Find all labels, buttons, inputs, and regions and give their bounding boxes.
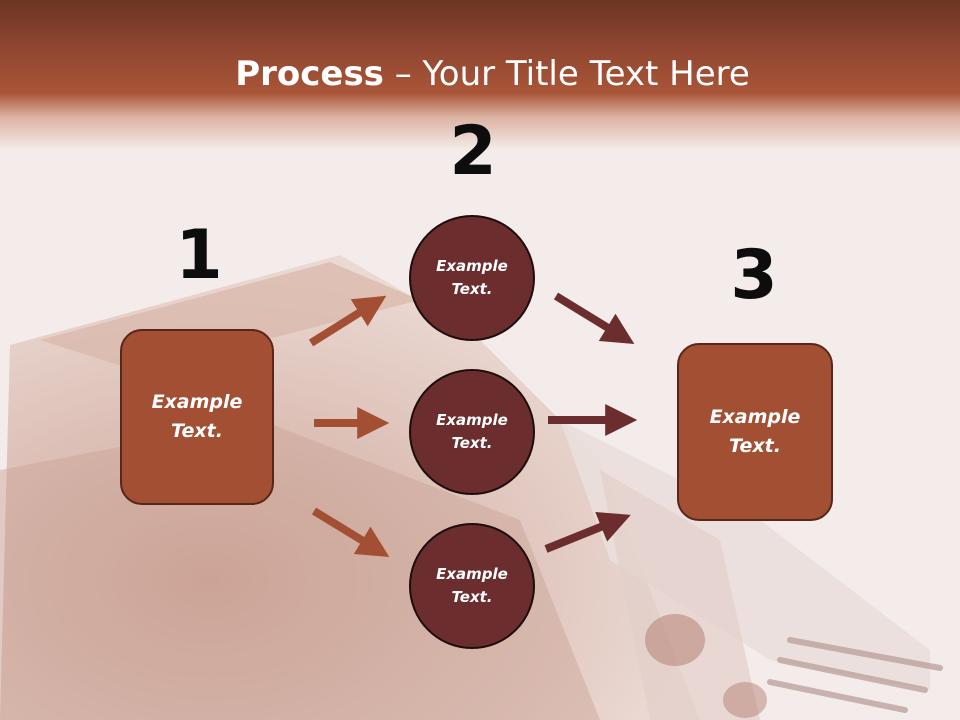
circle-1-line1: Example (436, 257, 508, 275)
circle-3-line2: Text. (451, 588, 493, 606)
arrow-to-circle-1 (308, 295, 387, 347)
circle-step-3: Example Text. (409, 523, 535, 649)
title-bold: Process (235, 54, 384, 94)
circle-step-2: Example Text. (409, 369, 535, 495)
step-number-3: 3 (730, 236, 778, 315)
circle-2-line2: Text. (451, 434, 493, 452)
arrow-from-circle-1 (553, 292, 635, 345)
right-step-box: Example Text. (677, 343, 833, 521)
left-step-box: Example Text. (120, 329, 274, 505)
arrow-from-circle-3 (544, 511, 631, 553)
arrow-to-circle-3 (311, 507, 390, 558)
left-box-line2: Text. (171, 420, 223, 442)
title-rest: – Your Title Text Here (383, 54, 750, 94)
circle-1-line2: Text. (451, 280, 493, 298)
title-band (0, 0, 960, 150)
step-number-2: 2 (449, 112, 497, 191)
right-box-line1: Example (709, 406, 801, 428)
circle-step-1: Example Text. (409, 215, 535, 341)
right-box-line2: Text. (729, 435, 781, 457)
circle-2-line1: Example (436, 411, 508, 429)
circle-3-line1: Example (436, 565, 508, 583)
slide-title: Process – Your Title Text Here (0, 52, 960, 96)
step-number-1: 1 (175, 216, 223, 295)
left-box-line1: Example (151, 391, 243, 413)
